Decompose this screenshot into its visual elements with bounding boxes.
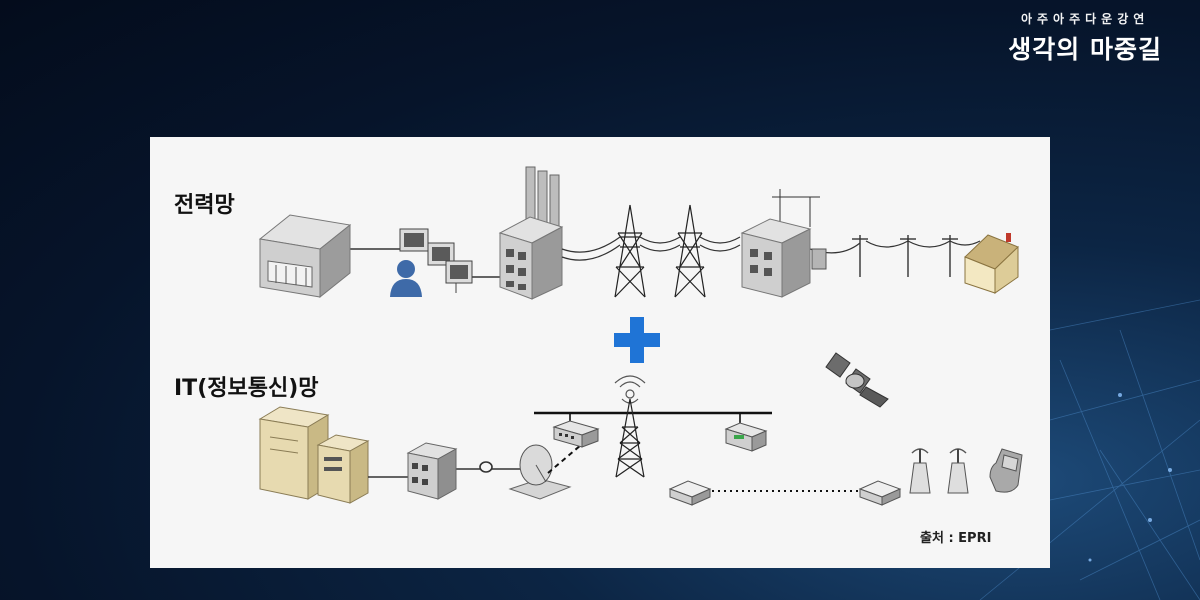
control-center-icon: [258, 214, 352, 299]
utility-pole-icon: [852, 235, 958, 277]
satellite-dish-icon: [508, 444, 572, 500]
channel-brand: 아주아주다운강연 생각의 마중길: [1008, 10, 1162, 66]
brand-subtitle: 아주아주다운강연: [1020, 12, 1150, 26]
connection-line: [330, 248, 505, 278]
wireless-device-icon: [947, 448, 969, 494]
satellite-icon: [825, 352, 889, 408]
communication-tower-icon: [615, 398, 645, 478]
plus-icon: [614, 317, 660, 363]
signal-icon: [614, 375, 646, 404]
it-network-label: IT(정보통신)망: [174, 376, 319, 401]
substation-icon: [740, 189, 827, 298]
router-icon: [858, 480, 902, 506]
connection-line: [368, 461, 525, 478]
diagram-canvas: [258, 166, 1023, 506]
network-switch-icon: [724, 422, 768, 452]
router-icon: [668, 480, 712, 506]
network-switch-icon: [552, 420, 600, 448]
transmission-tower-icon: [614, 204, 646, 298]
mobile-phone-icon: [989, 448, 1023, 493]
operator-icon: [390, 260, 422, 297]
power-grid-label: 전력망: [174, 193, 235, 218]
transmission-tower-icon: [674, 204, 706, 298]
slide-panel: 전력망 IT(정보통신)망 출처 : EPRI: [150, 137, 1050, 568]
source-caption: 출처 : EPRI: [920, 531, 992, 546]
house-icon: [964, 233, 1019, 294]
network-rack-icon: [406, 442, 458, 500]
server-icon: [316, 434, 370, 504]
brand-title: 생각의 마중길: [1008, 35, 1162, 64]
monitor-icon: [399, 228, 473, 293]
power-plant-icon: [498, 166, 564, 300]
wireless-device-icon: [909, 448, 931, 494]
